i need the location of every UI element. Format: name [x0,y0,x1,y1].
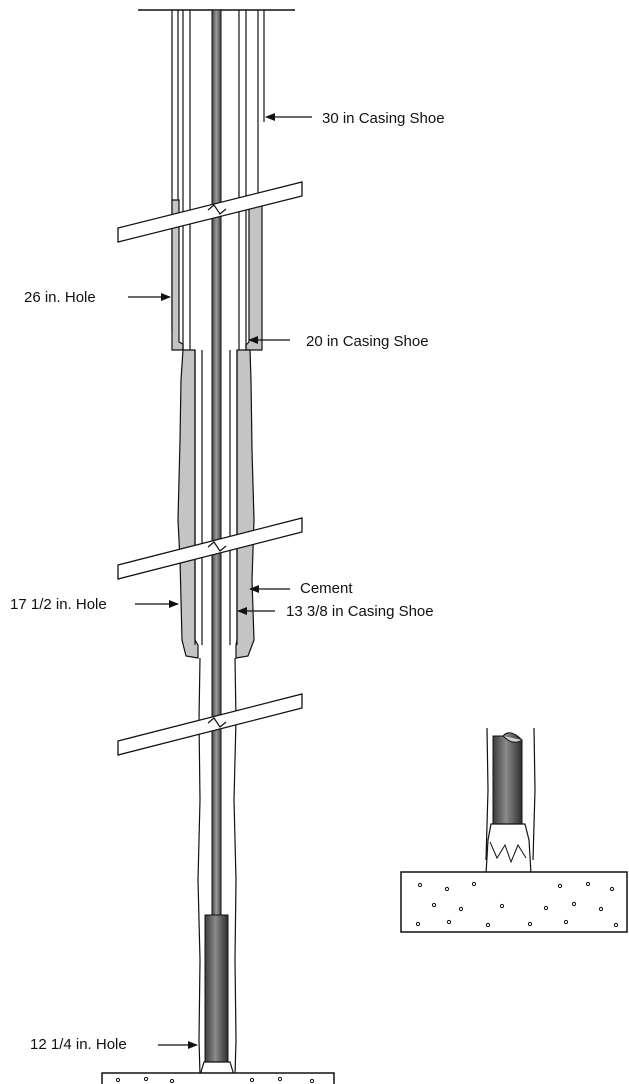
formation-rock-main [101,1072,335,1084]
label-20in-casing-shoe: 20 in Casing Shoe [306,333,429,350]
inset-rock-dots [415,881,619,928]
pipe-break-marks [207,204,227,728]
label-12-25in-hole: 12 1/4 in. Hole [30,1036,127,1053]
label-cement: Cement [300,580,353,597]
label-26in-hole: 26 in. Hole [24,289,96,306]
casing-13-375in [194,350,238,645]
label-13-375in-casing-shoe: 13 3/8 in Casing Shoe [286,603,434,620]
section-break-2 [117,517,303,580]
inset-collar [492,732,523,825]
inset-detail [400,727,628,933]
section-break-1 [117,181,303,243]
main-rock-dots [115,1076,315,1084]
casing-30in [171,10,265,340]
drill-pipe [211,9,222,1051]
cement-17-5in-hole-right [235,349,255,659]
drill-collar [204,914,229,1066]
label-30in-casing-shoe: 30 in Casing Shoe [322,110,445,127]
cement-26in-annulus [171,199,263,351]
leader-lines [128,113,312,1049]
inset-formation-rock [400,871,628,933]
section-break-3 [117,693,303,756]
casing-20in [182,10,247,350]
label-17-5in-hole: 17 1/2 in. Hole [10,596,107,613]
